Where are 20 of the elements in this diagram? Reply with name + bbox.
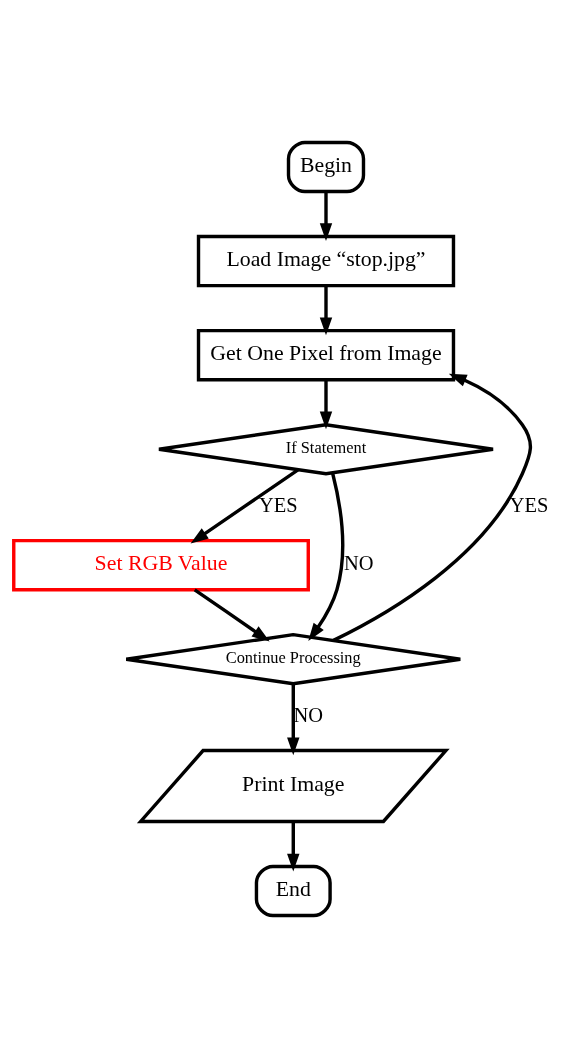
edge-label: NO — [293, 703, 324, 726]
edge-label: YES — [509, 493, 549, 516]
arrow — [193, 588, 270, 642]
arrow — [308, 472, 345, 641]
node-box: Load Image “stop.jpg” — [196, 234, 456, 288]
edge-label: YES — [258, 493, 298, 516]
arrow — [319, 191, 333, 242]
node-diamond: If Statement — [157, 422, 495, 476]
arrow — [319, 285, 333, 336]
node-box: Get One Pixel from Image — [196, 328, 456, 382]
edge-label: NO — [343, 551, 374, 574]
arrow — [332, 373, 533, 642]
arrow — [287, 683, 300, 756]
arrow — [287, 822, 300, 872]
arrow — [319, 380, 333, 430]
node-diamond: Continue Processing — [124, 632, 462, 686]
node-box: Begin — [286, 140, 366, 194]
node-box: End — [254, 864, 332, 918]
node-box: Set RGB Value — [12, 538, 310, 592]
arrow — [190, 468, 299, 544]
